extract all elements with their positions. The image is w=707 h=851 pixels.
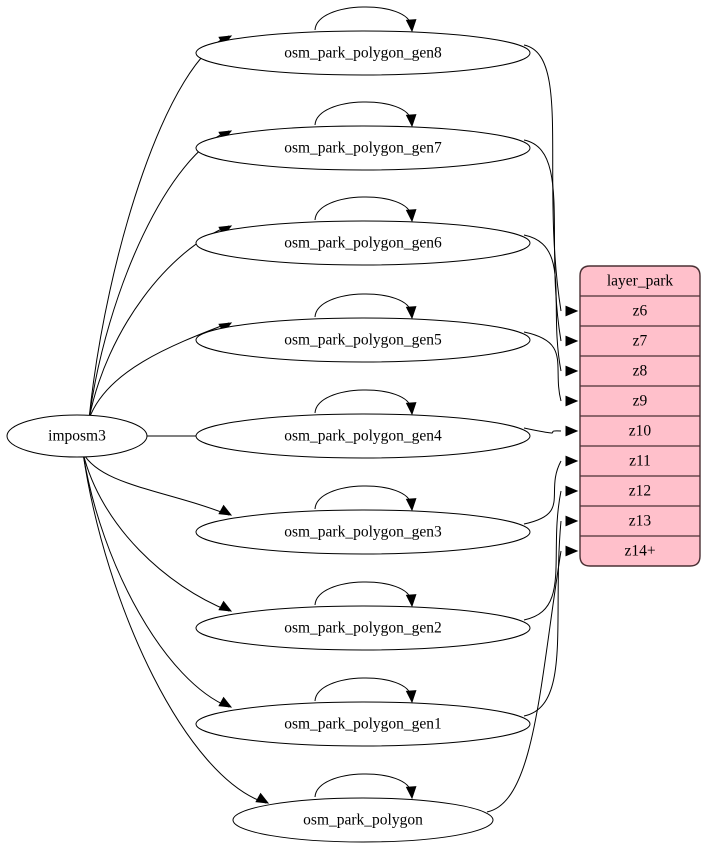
edge-arrowhead [565, 455, 579, 467]
node-osm_park_polygon_gen4[interactable]: osm_park_polygon_gen4 [195, 389, 531, 459]
self-loop-osm_park_polygon_gen2 [314, 581, 412, 606]
node-label-osm_park_polygon_gen1: osm_park_polygon_gen1 [284, 716, 442, 733]
self-loop-arrowhead [405, 114, 417, 128]
edge-imposm3-to-osm_park_polygon [82, 452, 267, 804]
edge-imposm3-to-osm_park_polygon_gen2 [82, 452, 230, 612]
node-label-osm_park_polygon_gen4: osm_park_polygon_gen4 [284, 428, 442, 445]
edge-arrowhead [218, 696, 233, 708]
layer-table-group: layer_park z6 z7 z8 z9 z10 z11 z12 z13 z14+ [579, 265, 701, 567]
edge-osm_park_polygon_gen3-to-z11 [523, 460, 562, 525]
layer-table-row-z8[interactable]: z8 [633, 363, 648, 380]
self-loop-osm_park_polygon_gen6 [314, 196, 412, 221]
edge-imposm3-to-osm_park_polygon_gen1 [82, 452, 230, 708]
self-loop-arrowhead [405, 19, 417, 33]
edge-osm_park_polygon_gen4-to-z10 [523, 427, 562, 434]
node-label-osm_park_polygon_gen2: osm_park_polygon_gen2 [284, 620, 442, 637]
self-loop-arrowhead [405, 498, 417, 512]
self-loop-arrowhead [405, 209, 417, 223]
edge-arrowhead [565, 335, 579, 347]
layer-table-row-z13[interactable]: z13 [629, 513, 652, 530]
self-loop-osm_park_polygon_gen8 [314, 6, 412, 31]
node-ellipse[interactable] [195, 220, 531, 266]
node-ellipse[interactable] [195, 509, 531, 555]
edge-arrowhead [565, 485, 579, 497]
node-label-osm_park_polygon_gen7: osm_park_polygon_gen7 [284, 140, 442, 157]
layer-table-header-label: layer_park [607, 273, 674, 290]
edge-arrowhead [255, 792, 270, 804]
self-loop-osm_park_polygon_gen3 [314, 485, 412, 510]
self-loop-arrowhead [405, 402, 417, 416]
node-ellipse[interactable] [195, 701, 531, 747]
layer-table-row-z10[interactable]: z10 [629, 423, 652, 440]
node-ellipse[interactable] [195, 125, 531, 171]
node-ellipse[interactable] [195, 30, 531, 76]
edge-arrowhead [218, 504, 233, 516]
self-loop-osm_park_polygon_gen1 [314, 677, 412, 702]
layer-table-row-z9[interactable]: z9 [633, 393, 648, 410]
self-loop-arrowhead [405, 306, 417, 320]
node-osm_park_polygon_gen2[interactable]: osm_park_polygon_gen2 [195, 581, 531, 651]
layer-table-row-z6[interactable]: z6 [633, 303, 648, 320]
edge-arrowhead [565, 425, 579, 437]
edge-osm_park_polygon_gen1-to-z13 [523, 520, 562, 717]
node-ellipse[interactable] [195, 605, 531, 651]
node-ellipse[interactable] [195, 413, 531, 459]
source-node-label: imposm3 [48, 428, 106, 445]
edge-arrowhead [565, 365, 579, 377]
edge-imposm3-to-osm_park_polygon_gen7 [88, 130, 230, 420]
edge-osm_park_polygon-to-z14+ [486, 550, 562, 813]
self-loop-arrowhead [405, 690, 417, 704]
edge-osm_park_polygon_gen5-to-z9 [523, 331, 562, 402]
layer-table-row-z7[interactable]: z7 [633, 333, 648, 350]
node-group: osm_park_polygon_gen8 osm_park_polygon_ge… [6, 6, 531, 843]
node-osm_park_polygon[interactable]: osm_park_polygon [232, 773, 494, 843]
node-osm_park_polygon_gen6[interactable]: osm_park_polygon_gen6 [195, 196, 531, 266]
edge-arrowhead [565, 545, 579, 557]
node-osm_park_polygon_gen1[interactable]: osm_park_polygon_gen1 [195, 677, 531, 747]
node-osm_park_polygon_gen8[interactable]: osm_park_polygon_gen8 [195, 6, 531, 76]
self-loop-osm_park_polygon_gen7 [314, 101, 412, 126]
layer-table-row-z14+[interactable]: z14+ [624, 543, 655, 560]
layer-table-row-z11[interactable]: z11 [629, 453, 651, 470]
edge-arrowhead [565, 395, 579, 407]
node-ellipse[interactable] [232, 797, 494, 843]
node-osm_park_polygon_gen5[interactable]: osm_park_polygon_gen5 [195, 293, 531, 363]
self-loop-arrowhead [405, 594, 417, 608]
edge-arrowhead [218, 600, 233, 612]
node-label-osm_park_polygon_gen3: osm_park_polygon_gen3 [284, 524, 442, 541]
edge-osm_park_polygon_gen2-to-z12 [523, 490, 562, 621]
layer-table-row-z12[interactable]: z12 [629, 483, 651, 500]
node-label-osm_park_polygon_gen5: osm_park_polygon_gen5 [284, 332, 442, 349]
self-loop-arrowhead [405, 786, 417, 800]
edge-imposm3-to-osm_park_polygon_gen8 [88, 35, 230, 420]
edge-imposm3-to-osm_park_polygon_gen3 [82, 452, 230, 516]
edge-osm_park_polygon_gen8-to-z6 [523, 44, 562, 312]
edge-arrowhead [565, 515, 579, 527]
edge-arrowhead [565, 305, 579, 317]
node-label-osm_park_polygon: osm_park_polygon [303, 812, 423, 829]
edge-osm_park_polygon_gen6-to-z8 [523, 234, 562, 372]
node-imposm3[interactable]: imposm3 [6, 414, 148, 458]
source-node-ellipse[interactable] [6, 414, 148, 458]
self-loop-osm_park_polygon_gen4 [314, 389, 412, 414]
node-osm_park_polygon_gen3[interactable]: osm_park_polygon_gen3 [195, 485, 531, 555]
self-loop-osm_park_polygon [314, 773, 412, 798]
self-loop-osm_park_polygon_gen5 [314, 293, 412, 318]
node-osm_park_polygon_gen7[interactable]: osm_park_polygon_gen7 [195, 101, 531, 171]
node-ellipse[interactable] [195, 317, 531, 363]
node-label-osm_park_polygon_gen8: osm_park_polygon_gen8 [284, 45, 442, 62]
node-label-osm_park_polygon_gen6: osm_park_polygon_gen6 [284, 235, 442, 252]
